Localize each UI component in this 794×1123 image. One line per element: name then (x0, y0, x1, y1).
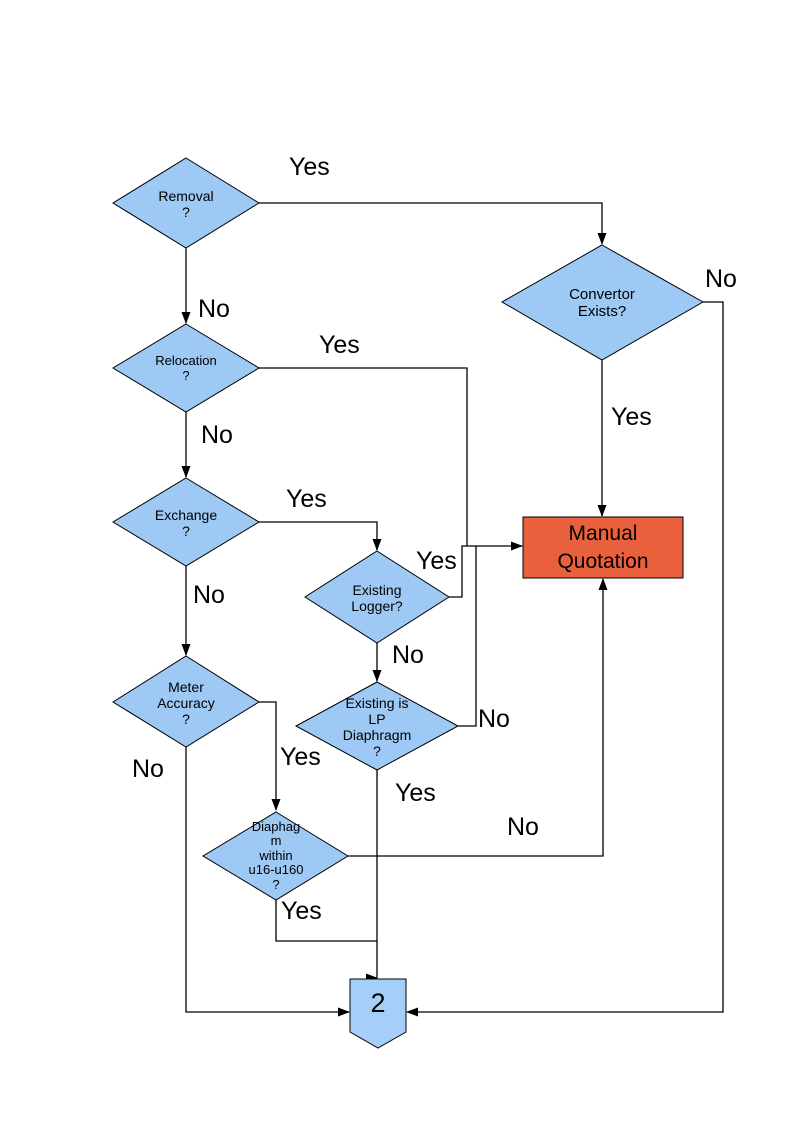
decision-meter-accuracy-shape (112, 655, 260, 748)
edge-relocation-yes (258, 367, 468, 546)
decision-existing-logger-shape (304, 550, 450, 644)
edge-diaphragm-no (348, 578, 608, 857)
edge-exchange-yes (258, 521, 382, 551)
decision-diaphragm-range-shape (202, 811, 349, 901)
decision-convertor-exists-shape (500, 244, 705, 361)
edge-meter-yes (258, 701, 281, 811)
process-manual-quotation-shape (522, 516, 684, 579)
decision-existing-lp-diaphragm-shape (294, 681, 460, 771)
edge-existing-lp-no (458, 546, 477, 727)
decision-relocation-shape (112, 323, 260, 413)
edge-removal-yes (258, 202, 607, 245)
edge-convertor-no (406, 301, 724, 1017)
connector-lines (181, 202, 724, 1017)
decision-exchange-shape (112, 477, 260, 567)
node-shapes (112, 157, 705, 1049)
offpage-connector-shape (349, 978, 407, 1049)
edge-meter-no (185, 747, 350, 1017)
decision-removal-shape (112, 157, 260, 249)
edge-existing-logger-yes (448, 541, 523, 598)
edge-diaphragm-yes (275, 900, 377, 942)
